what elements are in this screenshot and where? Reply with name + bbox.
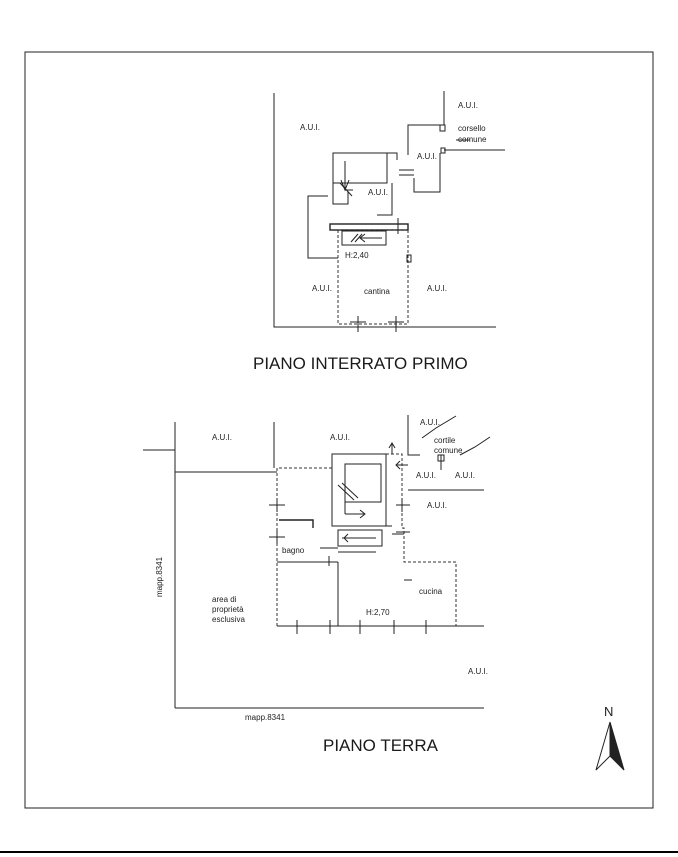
map-reference-label: mapp.8341 — [245, 713, 286, 722]
ground-floor-plan: A.U.I. A.U.I. A.U.I. cortile comune A.U.… — [143, 415, 491, 722]
aui-label: A.U.I. — [368, 188, 388, 197]
basement-title: PIANO INTERRATO PRIMO — [253, 354, 468, 373]
cortile-label: corsello — [458, 124, 486, 133]
height-label: H:2,40 — [345, 251, 369, 260]
aui-label: A.U.I. — [455, 471, 475, 480]
room-label-bagno: bagno — [282, 546, 305, 555]
room-label-cantina: cantina — [364, 287, 390, 296]
cortile-label: comune — [458, 135, 487, 144]
aui-label: A.U.I. — [300, 123, 320, 132]
aui-label: A.U.I. — [212, 433, 232, 442]
drawing-frame — [24, 51, 654, 809]
cortile-label: comune — [434, 446, 463, 455]
map-reference-label-vertical: mapp.8341 — [155, 556, 164, 597]
aui-label: A.U.I. — [427, 284, 447, 293]
aui-label: A.U.I. — [417, 152, 437, 161]
basement-plan: A.U.I. A.U.I. corsello comune A.U.I. A.U… — [273, 91, 505, 332]
aui-label: A.U.I. — [416, 471, 436, 480]
room-label-cucina: cucina — [419, 587, 443, 596]
aui-label: A.U.I. — [312, 284, 332, 293]
height-label: H:2,70 — [366, 608, 390, 617]
aui-label: A.U.I. — [427, 501, 447, 510]
aui-label: A.U.I. — [420, 418, 440, 427]
aui-label: A.U.I. — [468, 667, 488, 676]
north-label: N — [604, 704, 613, 719]
area-label: esclusiva — [212, 615, 245, 624]
north-arrow-icon: N — [595, 704, 625, 771]
ground-floor-title: PIANO TERRA — [323, 736, 439, 755]
area-label: area di — [212, 595, 237, 604]
area-label: proprietà — [212, 605, 244, 614]
aui-label: A.U.I. — [330, 433, 350, 442]
cortile-label: cortile — [434, 436, 456, 445]
aui-label: A.U.I. — [458, 101, 478, 110]
